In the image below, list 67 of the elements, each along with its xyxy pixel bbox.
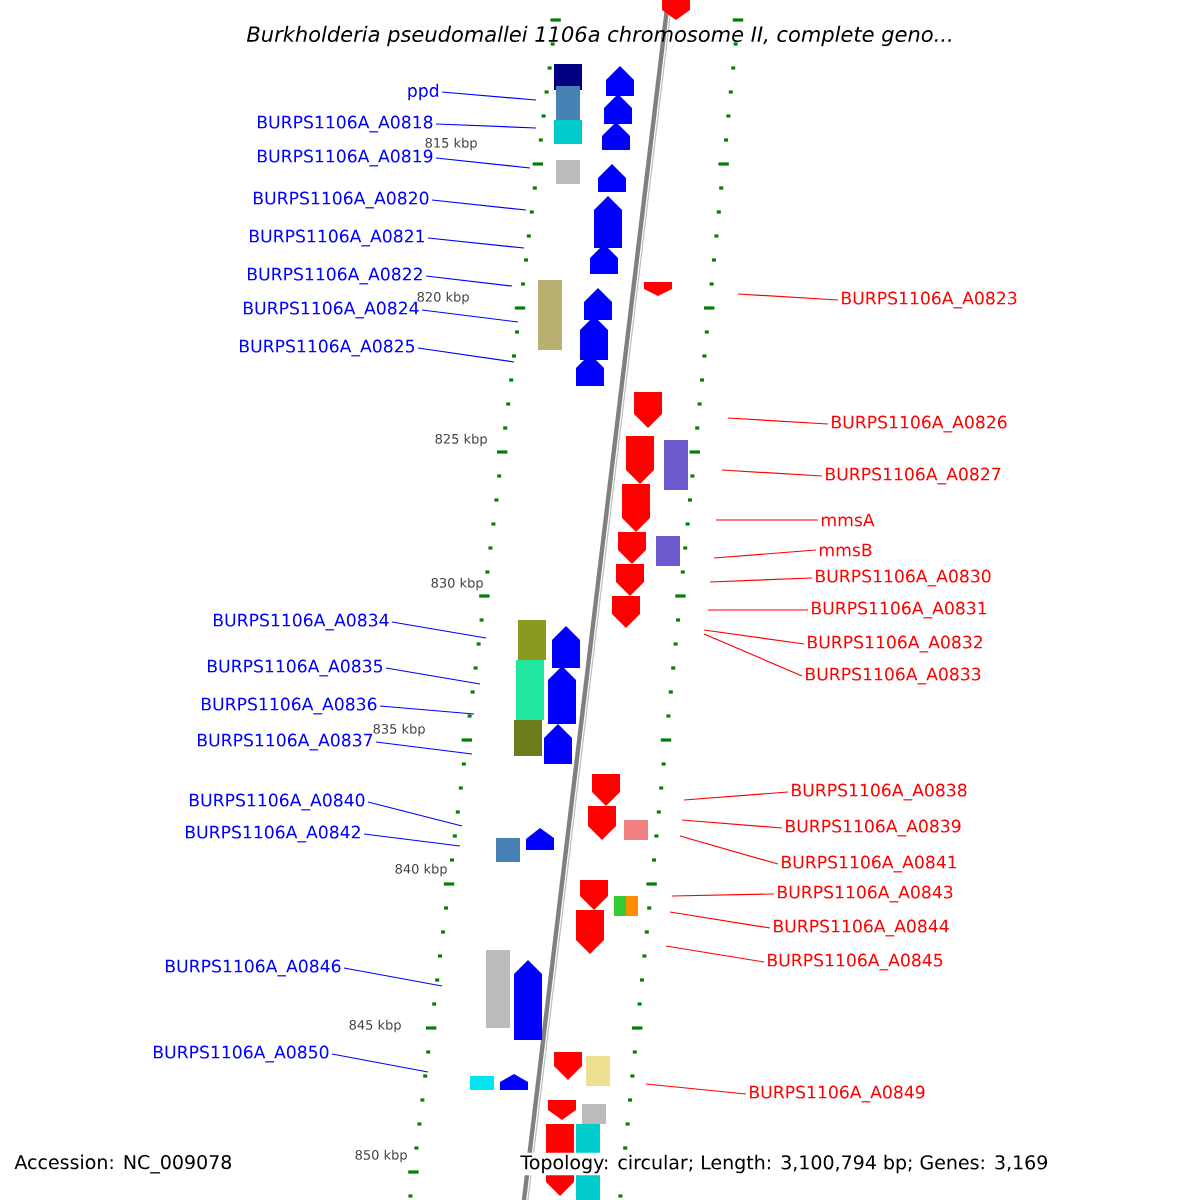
gene-label: BURPS1106A_A0820: [254, 191, 429, 209]
leader-line: [427, 237, 525, 249]
gene-label: BURPS1106A_A0842: [186, 825, 360, 843]
gene-label: BURPS1106A_A0835: [208, 659, 383, 677]
gene-label: ppd: [408, 83, 439, 101]
leader-line: [363, 833, 461, 847]
gene-label: BURPS1106A_A0841: [782, 855, 957, 873]
gene-label: BURPS1106A_A0846: [166, 959, 341, 977]
gene-label: BURPS1106A_A0822: [248, 267, 422, 285]
gene-label: mmsA: [822, 513, 875, 527]
gene-label: BURPS1106A_A0825: [240, 339, 415, 357]
gene-label: BURPS1106A_A0818: [258, 115, 433, 133]
leader-line: [645, 1083, 747, 1095]
gene-label: BURPS1106A_A0836: [202, 697, 377, 715]
leader-line: [367, 801, 463, 827]
leader-line: [737, 293, 839, 301]
gene-label: BURPS1106A_A0844: [774, 919, 949, 937]
gene-label: BURPS1106A_A0824: [244, 301, 419, 319]
leader-line: [721, 469, 823, 477]
leader-line: [679, 835, 779, 865]
footer-text: Topology: circular; Length: 3,100,794 bp; Genes: 3,169: [518, 1152, 1051, 1176]
gene-label: BURPS1106A_A0830: [816, 569, 991, 587]
leader-line: [379, 705, 475, 715]
leader-line: [425, 275, 513, 287]
leader-line: [331, 1053, 429, 1073]
footer-text: Accession: NC_009078: [12, 1152, 235, 1176]
gene-label: BURPS1106A_A0831: [812, 601, 987, 619]
leader-line: [683, 791, 789, 801]
gene-label: BURPS1106A_A0840: [190, 793, 365, 811]
leader-line: [715, 519, 819, 521]
leader-line: [713, 549, 817, 559]
gene-label: BURPS1106A_A0819: [258, 149, 433, 167]
leader-line: [385, 667, 481, 685]
gene-label: BURPS1106A_A0845: [768, 953, 943, 971]
leader-line: [417, 347, 515, 363]
leader-line: [709, 577, 813, 583]
gene-label: BURPS1106A_A0850: [154, 1045, 329, 1063]
title: Burkholderia pseudomallei 1106a chromosome II, complete geno...: [246, 25, 951, 47]
leader-line: [703, 633, 803, 677]
leader-line: [421, 309, 519, 323]
gene-label: mmsB: [820, 543, 872, 557]
gene-label: BURPS1106A_A0832: [808, 635, 982, 653]
leader-line: [681, 819, 783, 829]
gene-label: BURPS1106A_A0839: [786, 819, 961, 837]
leader-line: [441, 91, 537, 101]
leader-line: [431, 199, 527, 211]
gene-label: BURPS1106A_A0826: [832, 415, 1007, 433]
gene-label: BURPS1106A_A0838: [792, 783, 967, 801]
gene-label: BURPS1106A_A0827: [826, 467, 1001, 485]
leader-line: [703, 629, 805, 645]
leader-line: [391, 621, 487, 639]
leader-line: [435, 123, 537, 129]
leader-line: [669, 911, 771, 929]
leader-line: [375, 741, 473, 755]
gene-label: BURPS1106A_A0833: [806, 667, 981, 685]
leader-line: [435, 157, 531, 169]
gene-label: BURPS1106A_A0843: [778, 885, 953, 903]
gene-label: BURPS1106A_A0821: [250, 229, 424, 247]
leader-line: [671, 893, 775, 897]
leader-line: [727, 417, 829, 425]
leader-line: [343, 967, 443, 987]
gene-label: BURPS1106A_A0834: [214, 613, 389, 631]
gene-label: BURPS1106A_A0837: [198, 733, 373, 751]
leader-line: [665, 945, 765, 963]
gene-label: BURPS1106A_A0849: [750, 1085, 925, 1103]
leader-line: [707, 609, 809, 611]
gene-label: BURPS1106A_A0823: [842, 291, 1017, 309]
